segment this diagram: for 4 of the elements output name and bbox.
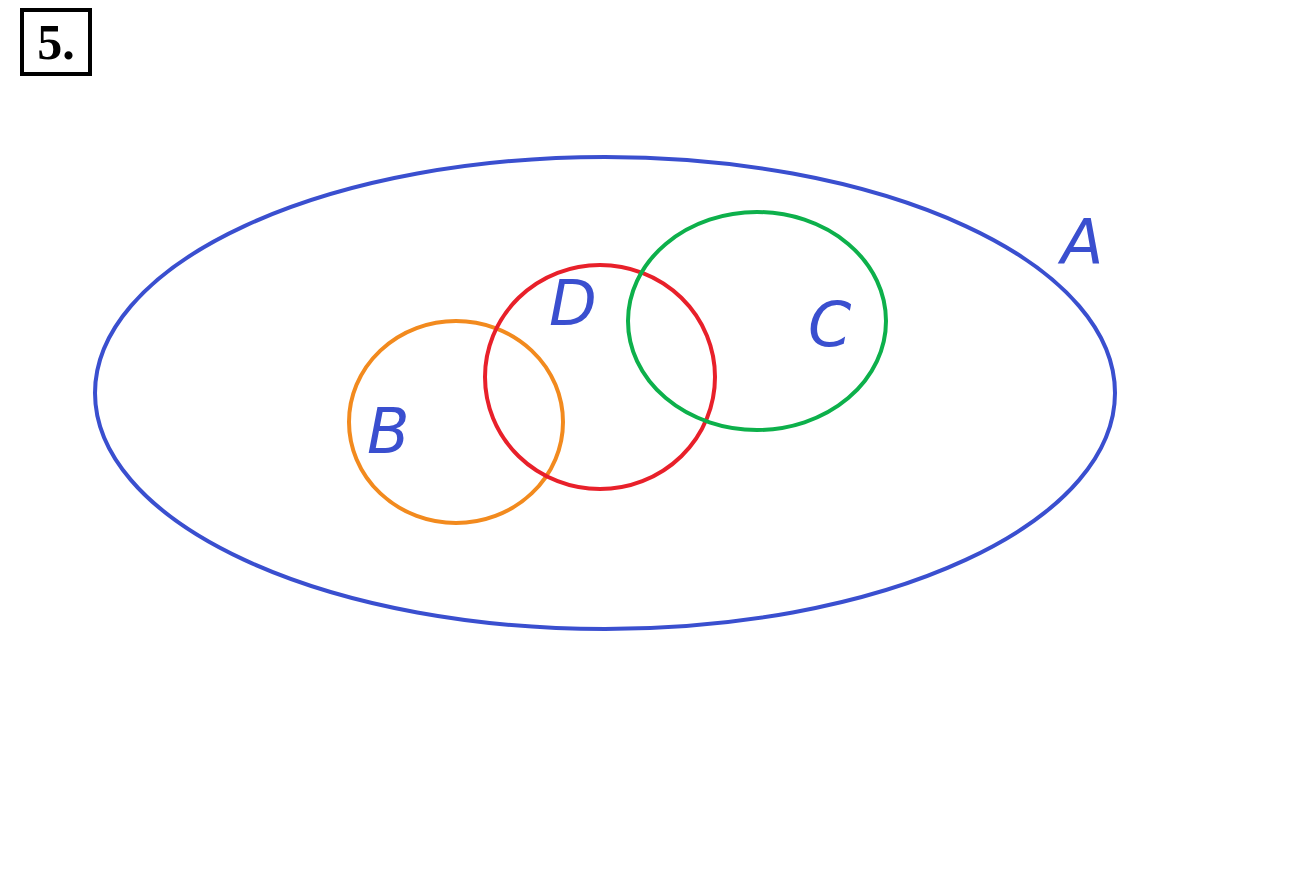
set-label: C (808, 294, 852, 356)
set-label: D (549, 273, 597, 335)
task-number: 5. (20, 8, 92, 76)
set-label: B (367, 401, 410, 463)
